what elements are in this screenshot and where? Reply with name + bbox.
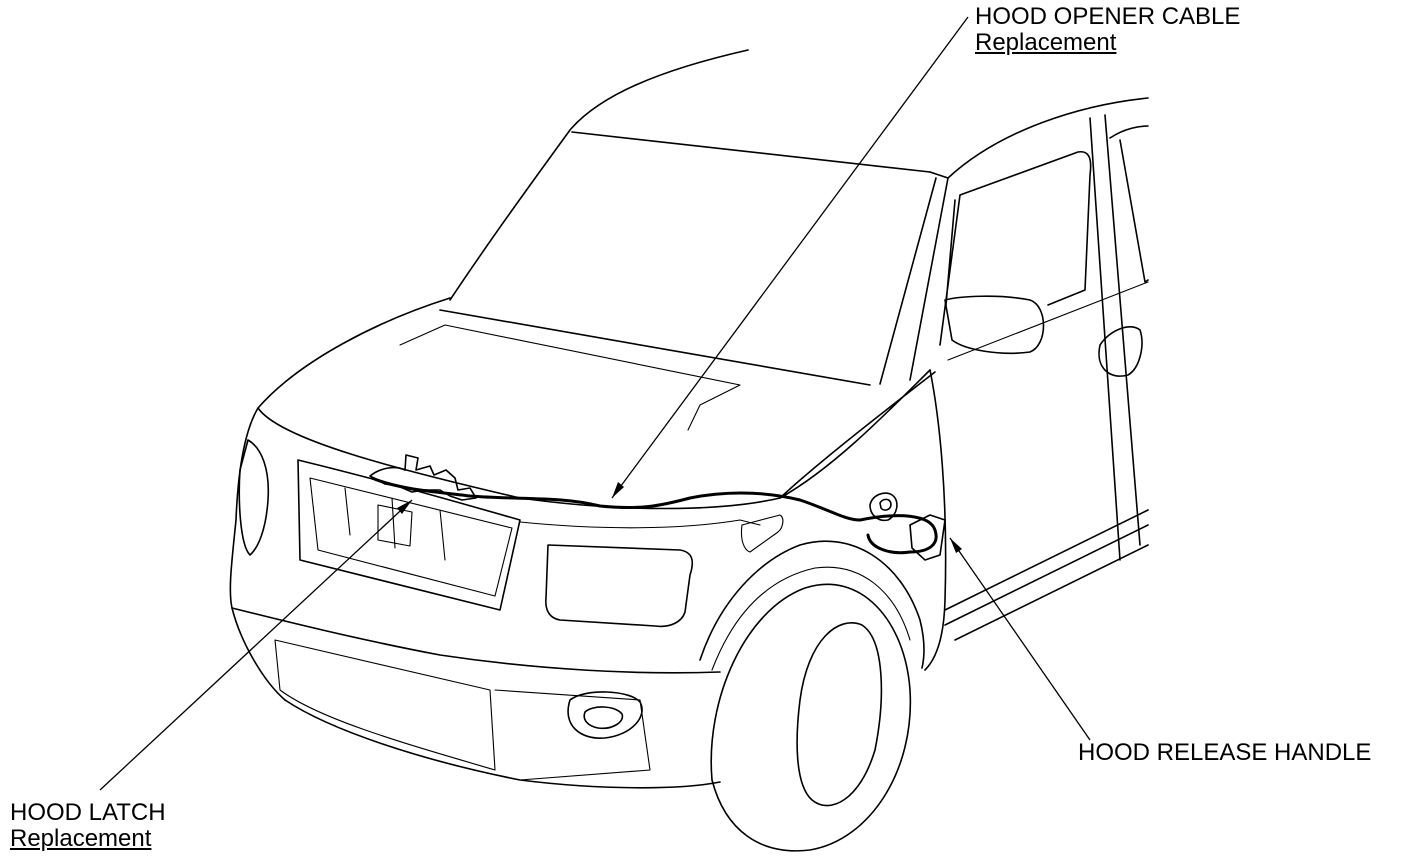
bumper-inner	[274, 639, 651, 781]
fascia-line	[519, 519, 761, 529]
callout-hood-latch: HOOD LATCH Replacement	[10, 800, 166, 852]
hood-outline	[257, 297, 931, 510]
callout-subtitle: Replacement	[10, 825, 152, 852]
fender-top	[779, 371, 936, 499]
door-front-edge	[924, 369, 947, 671]
wheel-rim	[796, 622, 883, 807]
tire	[710, 583, 912, 852]
door-handle	[1098, 326, 1143, 377]
fender-flare	[699, 540, 925, 669]
roof-line	[449, 49, 749, 301]
b-pillar	[1089, 114, 1141, 561]
callout-hood-release-handle: HOOD RELEASE HANDLE	[1078, 740, 1371, 766]
arrow-hood-latch	[397, 500, 412, 514]
beltline	[947, 281, 1149, 361]
callout-title: HOOD LATCH	[10, 799, 166, 826]
grille-surround	[297, 459, 521, 611]
hood-crease	[399, 324, 741, 431]
leader-hood-release-handle	[949, 537, 1091, 741]
callout-subtitle: Replacement	[975, 29, 1117, 56]
leader-hood-opener-cable	[611, 16, 969, 499]
side-mirror	[944, 295, 1045, 355]
cable-to-handle	[858, 514, 938, 555]
right-headlight	[545, 544, 694, 628]
hood-release-handle	[869, 492, 946, 561]
hood-opener-cable	[370, 476, 862, 522]
left-headlight	[238, 439, 270, 556]
roof-rear	[947, 97, 1149, 179]
fog-light	[567, 691, 643, 739]
hood-latch-assembly	[369, 454, 477, 501]
rear-window	[1109, 125, 1149, 283]
rocker-panel	[944, 509, 1149, 641]
a-pillar	[879, 171, 949, 385]
arrow-hood-release-handle	[950, 538, 962, 553]
callout-title: HOOD RELEASE HANDLE	[1078, 739, 1372, 766]
side-marker	[740, 514, 784, 553]
fascia-lower	[231, 607, 721, 674]
door-window	[939, 150, 1092, 346]
leader-hood-latch	[99, 499, 413, 791]
windshield-top	[571, 131, 931, 173]
bumper	[284, 699, 721, 789]
callout-hood-opener-cable: HOOD OPENER CABLE Replacement	[975, 4, 1240, 56]
callout-title: HOOD OPENER CABLE	[975, 3, 1241, 30]
windshield-cowl	[439, 309, 871, 386]
arrow-hood-opener-cable	[612, 482, 624, 498]
grille-inner	[309, 477, 513, 597]
front-face	[229, 407, 286, 701]
fender-flare-inner	[711, 566, 911, 671]
